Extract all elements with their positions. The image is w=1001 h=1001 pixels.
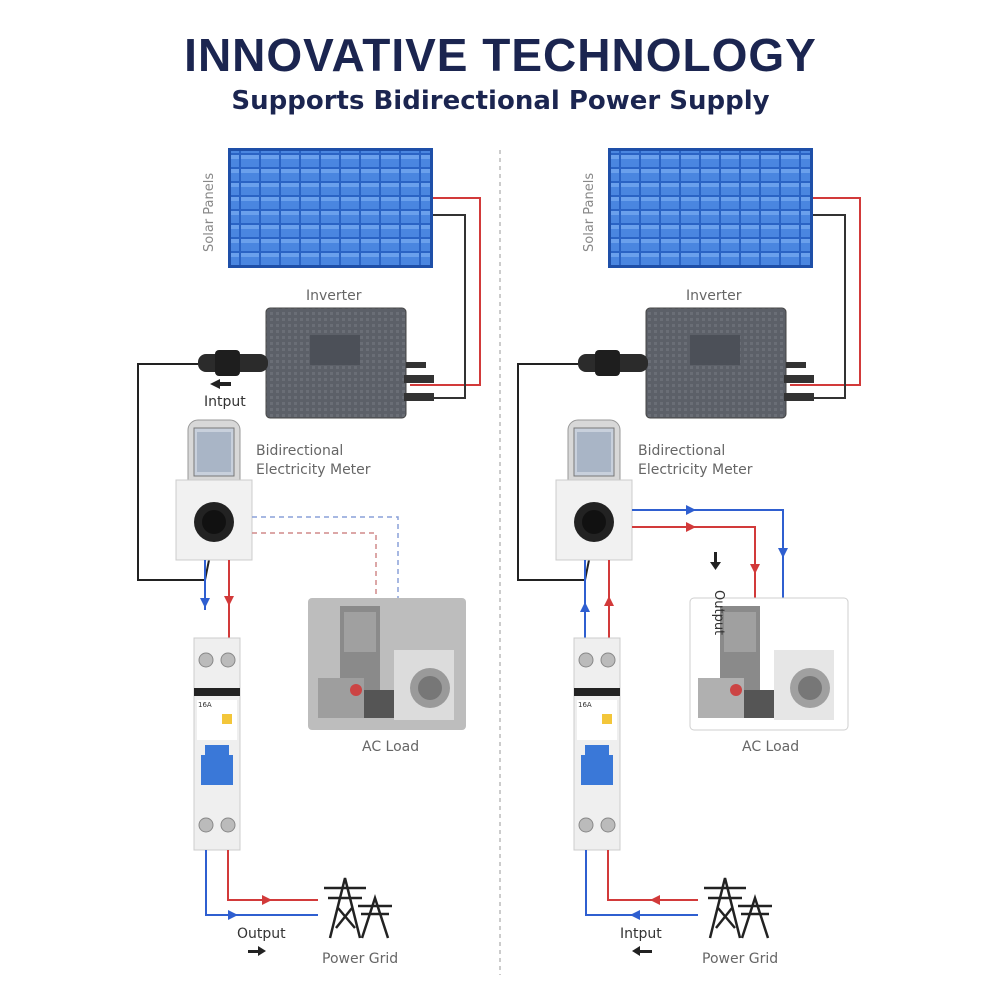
inverter-label-left: Inverter	[306, 288, 362, 304]
ac-load-label-right: AC Load	[742, 739, 800, 755]
ac-load-left	[308, 598, 466, 730]
meter-left	[175, 419, 253, 561]
power-grid-icon-right	[704, 877, 772, 939]
input-arrow-left	[210, 379, 220, 389]
power-grid-icon-left	[324, 877, 392, 939]
page-subtitle: Supports Bidirectional Power Supply	[231, 86, 770, 116]
solar-panel-left	[228, 148, 433, 268]
inverter-left	[265, 307, 434, 419]
inverter-right	[645, 307, 814, 419]
inverter-label-right: Inverter	[686, 288, 742, 304]
ac-load-label-left: AC Load	[362, 739, 420, 755]
output-arrow-right	[710, 562, 721, 570]
ac-load-right	[689, 597, 849, 731]
output-arrow-left	[258, 946, 266, 956]
ac-connector-right	[578, 350, 648, 376]
input-arrow-right	[632, 946, 640, 956]
ac-connector-left	[198, 350, 268, 376]
solar-panels-label-right: Solar Panels	[582, 172, 597, 252]
solar-panels-label-left: Solar Panels	[202, 172, 217, 252]
power-grid-label-left: Power Grid	[322, 951, 399, 967]
breaker-left	[193, 637, 241, 851]
output-label-left: Output	[237, 926, 286, 942]
left-diagram	[137, 148, 481, 956]
meter-label-left-1: Bidirectional	[256, 443, 344, 459]
meter-label-right-1: Bidirectional	[638, 443, 726, 459]
meter-right	[555, 419, 633, 561]
breaker-rating-right: 16A	[578, 701, 592, 709]
solar-panel-right	[608, 148, 813, 268]
input-label-right: Intput	[620, 926, 662, 942]
meter-label-right-2: Electricity Meter	[638, 462, 753, 478]
meter-label-left-2: Electricity Meter	[256, 462, 371, 478]
breaker-rating-left: 16A	[198, 701, 212, 709]
power-grid-label-right: Power Grid	[702, 951, 779, 967]
breaker-right	[573, 637, 621, 851]
page-title: INNOVATIVE TECHNOLOGY	[184, 29, 817, 81]
output-label-right: Output	[711, 590, 726, 636]
right-diagram	[517, 148, 861, 956]
input-label-left: Intput	[204, 394, 246, 410]
